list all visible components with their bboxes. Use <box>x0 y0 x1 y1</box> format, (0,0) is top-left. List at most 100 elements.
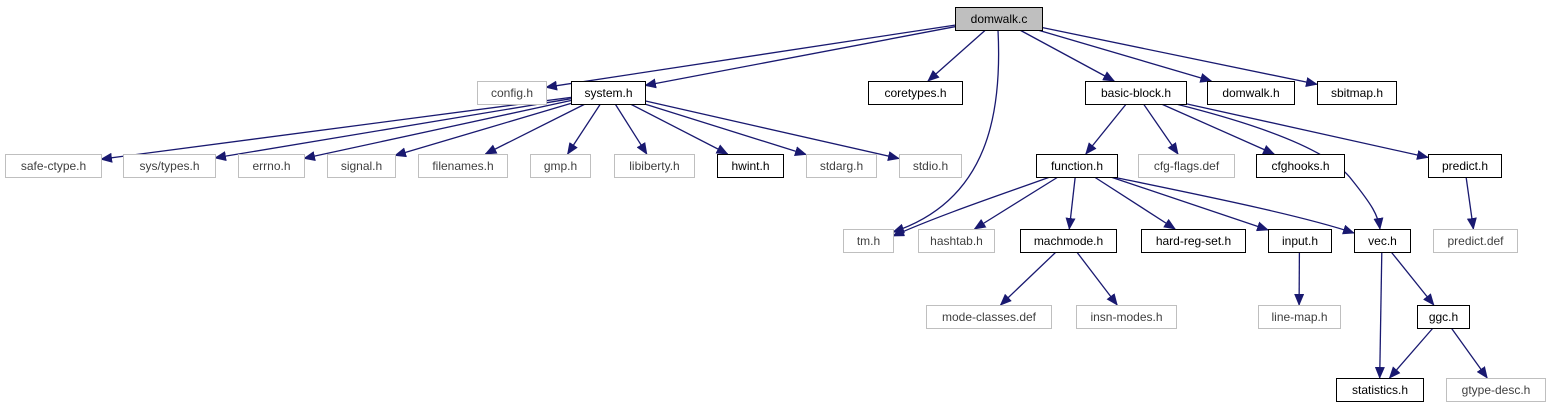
edge-layer <box>100 24 1488 379</box>
node-hwint-h[interactable]: hwint.h <box>717 154 784 178</box>
node-layer: domwalk.c config.h system.h coretypes.h basi… <box>5 7 1546 402</box>
node-predict-h[interactable]: predict.h <box>1428 154 1502 178</box>
node-predict-def: predict.def <box>1433 229 1518 253</box>
node-label: hashtab.h <box>930 234 983 248</box>
edge-system-h-to-sys-types-h <box>214 98 572 162</box>
node-label: sys/types.h <box>139 159 199 173</box>
node-box <box>899 154 962 178</box>
edge-domwalk-c-to-tm-h <box>892 29 1000 234</box>
node-box <box>1336 378 1424 402</box>
node-safe-ctype-h: safe-ctype.h <box>5 154 102 178</box>
node-box <box>1428 154 1502 178</box>
edge-machmode-h-to-mode-classes-def <box>999 251 1057 306</box>
node-label: function.h <box>1051 159 1103 173</box>
node-box <box>1268 229 1332 253</box>
node-label: safe-ctype.h <box>21 159 86 173</box>
node-basic-block-h[interactable]: basic-block.h <box>1085 81 1187 105</box>
edge-system-h-to-gmp-h <box>567 103 601 155</box>
node-label: domwalk.c <box>971 12 1028 26</box>
edge-system-h-to-filenames-h <box>484 103 586 155</box>
node-box <box>1138 154 1235 178</box>
node-box <box>123 154 216 178</box>
node-signal-h: signal.h <box>327 154 396 178</box>
edge-function-h-to-vec-h <box>1112 176 1355 235</box>
node-box <box>1354 229 1411 253</box>
node-box <box>1036 154 1118 178</box>
edge-domwalk-c-to-sbitmap-h <box>1041 26 1318 87</box>
node-sbitmap-h[interactable]: sbitmap.h <box>1317 81 1397 105</box>
edge-system-h-to-signal-h <box>394 102 572 158</box>
node-box <box>1433 229 1518 253</box>
edge-basic-block-h-to-cfghooks-h <box>1161 103 1276 155</box>
node-box <box>614 154 695 178</box>
edge-basic-block-h-to-predict-h <box>1185 103 1429 160</box>
node-label: stdio.h <box>913 159 948 173</box>
node-label: libiberty.h <box>629 159 679 173</box>
edge-ggc-h-to-gtype-desc-h <box>1450 327 1488 379</box>
edge-system-h-to-errno-h <box>303 99 572 161</box>
node-label: tm.h <box>857 234 880 248</box>
node-box <box>1258 305 1341 329</box>
node-label: mode-classes.def <box>942 310 1037 324</box>
edge-domwalk-c-to-system-h <box>644 26 956 89</box>
node-stdio-h: stdio.h <box>899 154 962 178</box>
node-vec-h[interactable]: vec.h <box>1354 229 1411 253</box>
node-box <box>1417 305 1470 329</box>
node-box <box>530 154 591 178</box>
node-label: machmode.h <box>1034 234 1103 248</box>
node-label: domwalk.h <box>1222 86 1279 100</box>
edge-basic-block-h-to-cfg-flags-def <box>1142 103 1179 155</box>
node-box <box>717 154 784 178</box>
node-domwalk-h[interactable]: domwalk.h <box>1207 81 1295 105</box>
node-cfg-flags-def: cfg-flags.def <box>1138 154 1235 178</box>
node-statistics-h[interactable]: statistics.h <box>1336 378 1424 402</box>
node-label: ggc.h <box>1429 310 1458 324</box>
node-stdarg-h: stdarg.h <box>806 154 877 178</box>
node-box <box>926 305 1052 329</box>
node-box <box>327 154 396 178</box>
node-box <box>1076 305 1177 329</box>
node-label: coretypes.h <box>884 86 946 100</box>
edge-system-h-to-libiberty-h <box>614 103 648 155</box>
edge-system-h-to-safe-ctype-h <box>100 96 572 163</box>
node-line-map-h: line-map.h <box>1258 305 1341 329</box>
node-cfghooks-h[interactable]: cfghooks.h <box>1256 154 1345 178</box>
node-box <box>1446 378 1546 402</box>
node-label: basic-block.h <box>1101 86 1171 100</box>
node-box <box>955 7 1043 31</box>
node-box <box>843 229 894 253</box>
node-box <box>806 154 877 178</box>
node-hashtab-h: hashtab.h <box>918 229 995 253</box>
node-box <box>1256 154 1345 178</box>
node-label: statistics.h <box>1352 383 1408 397</box>
node-system-h[interactable]: system.h <box>571 81 646 105</box>
node-insn-modes-h: insn-modes.h <box>1076 305 1177 329</box>
node-label: gtype-desc.h <box>1462 383 1531 397</box>
node-tm-h: tm.h <box>843 229 894 253</box>
node-label: input.h <box>1282 234 1318 248</box>
node-box <box>868 81 963 105</box>
node-label: cfg-flags.def <box>1154 159 1220 173</box>
node-label: gmp.h <box>544 159 577 173</box>
node-coretypes-h[interactable]: coretypes.h <box>868 81 963 105</box>
node-box <box>918 229 995 253</box>
edge-domwalk-c-to-domwalk-h <box>1037 29 1213 83</box>
node-function-h[interactable]: function.h <box>1036 154 1118 178</box>
node-config-h: config.h <box>477 81 547 105</box>
node-label: errno.h <box>252 159 290 173</box>
node-label: sbitmap.h <box>1331 86 1383 100</box>
node-box <box>1317 81 1397 105</box>
node-errno-h: errno.h <box>238 154 305 178</box>
node-label: vec.h <box>1368 234 1397 248</box>
node-input-h[interactable]: input.h <box>1268 229 1332 253</box>
edge-domwalk-c-to-coretypes-h <box>927 29 986 82</box>
node-label: signal.h <box>341 159 382 173</box>
node-box <box>1085 81 1187 105</box>
node-hard-reg-set-h[interactable]: hard-reg-set.h <box>1141 229 1246 253</box>
node-label: config.h <box>491 86 533 100</box>
edge-basic-block-h-to-function-h <box>1085 103 1127 155</box>
node-ggc-h[interactable]: ggc.h <box>1417 305 1470 329</box>
edge-domwalk-c-to-config-h <box>545 24 956 91</box>
node-box <box>571 81 646 105</box>
node-machmode-h[interactable]: machmode.h <box>1020 229 1117 253</box>
